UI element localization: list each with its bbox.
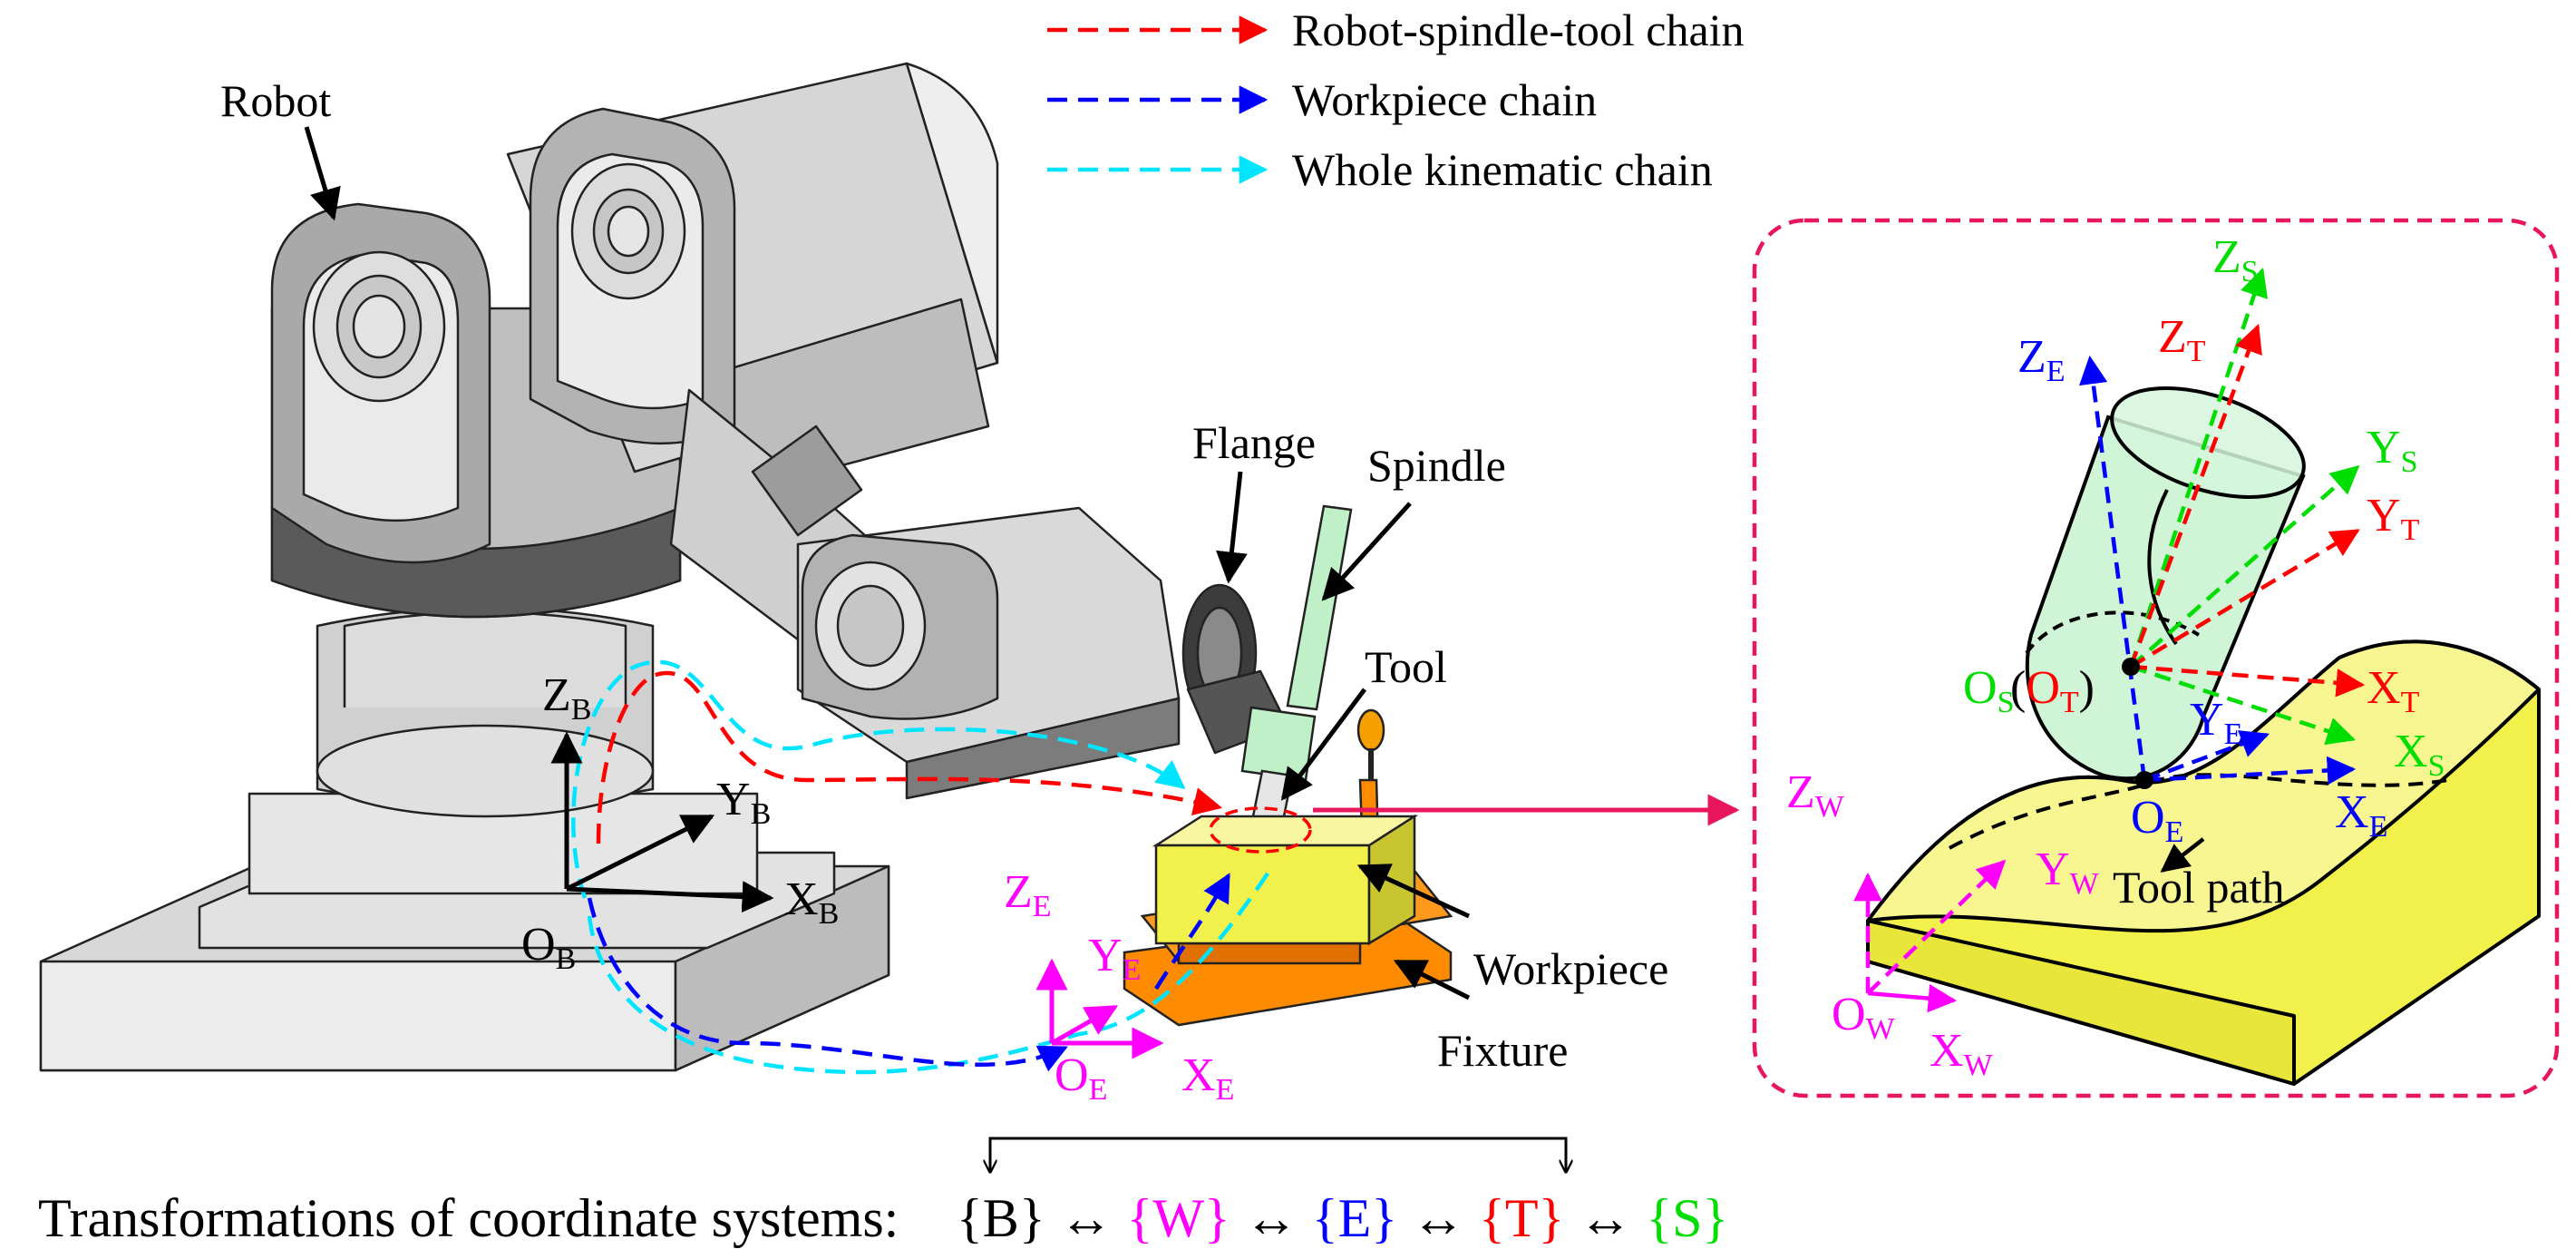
- legend-label-whole: Whole kinematic chain: [1292, 144, 1713, 195]
- robot-illustration: [39, 62, 1289, 1072]
- detail-xe-label: XE: [2335, 786, 2387, 844]
- detail-workpiece-x-arrow: [1867, 983, 1958, 1013]
- detail-tool-path: [1949, 773, 2449, 850]
- detail-origin-e: [2135, 771, 2153, 789]
- detail-yt-label: YT: [2367, 490, 2420, 547]
- tool-label: Tool: [1365, 641, 1447, 692]
- end-z-label: ZE: [1004, 866, 1052, 923]
- detail-oe-label: OE: [2131, 792, 2183, 849]
- base-z-label: ZB: [542, 669, 591, 727]
- detail-xw-label: XW: [1930, 1025, 1994, 1082]
- detail-os-label: OS: [1963, 662, 2014, 719]
- detail-tool-path-pointer: [2160, 837, 2205, 873]
- detail-panel-border: [1752, 218, 2560, 1098]
- transform-set-s: {S}: [1646, 1188, 1728, 1248]
- transform-set-b: {B}: [957, 1188, 1045, 1248]
- spindle-illustration: [1240, 504, 1353, 844]
- transform-set-t: {T}: [1479, 1188, 1564, 1248]
- detail-ye-label: YE: [2190, 694, 2242, 751]
- transform-bracket: [990, 1137, 1566, 1172]
- legend: Robot-spindle-tool chain Workpiece chain…: [1047, 5, 1745, 195]
- transform-arrow-3: ↔: [1411, 1188, 1465, 1248]
- detail-origin-s: [2122, 658, 2140, 676]
- detail-ow-label: OW: [1832, 989, 1896, 1046]
- base-o-label: OB: [521, 919, 576, 976]
- kinematic-chain-curves: [571, 659, 1312, 1075]
- detail-zw-label: ZW: [1786, 766, 1845, 824]
- end-y-label: YE: [1088, 930, 1141, 987]
- detail-zt-label: ZT: [2158, 311, 2206, 368]
- detail-ot-label: (OT): [2010, 662, 2095, 719]
- detail-ze-label: ZE: [2017, 331, 2066, 388]
- flange-label: Flange: [1192, 417, 1316, 468]
- end-frame: [1035, 958, 1164, 1059]
- callout-arrows: [304, 126, 1471, 1000]
- detail-zs-label: ZS: [2212, 231, 2259, 288]
- end-o-label: OE: [1055, 1049, 1107, 1107]
- end-x-label: XE: [1181, 1049, 1234, 1107]
- transform-set-e: {E}: [1312, 1188, 1397, 1248]
- detail-xs-label: XS: [2394, 726, 2445, 783]
- detail-yw-label: YW: [2036, 844, 2100, 901]
- workpiece-label: Workpiece: [1473, 943, 1668, 994]
- robot-tool-chain-path: [596, 670, 1223, 844]
- detail-workpiece: [1866, 639, 2541, 1086]
- transform-arrow-2: ↔: [1244, 1188, 1298, 1248]
- detail-tool-path-label: Tool path: [2113, 862, 2285, 913]
- detail-ys-label: YS: [2367, 422, 2417, 479]
- transform-set-w: {W}: [1127, 1188, 1230, 1248]
- transform-arrow-1: ↔: [1059, 1188, 1113, 1248]
- base-x-label: XB: [784, 873, 839, 931]
- detail-xt-label: XT: [2367, 662, 2420, 719]
- legend-label-robot-tool: Robot-spindle-tool chain: [1292, 5, 1745, 55]
- spindle-label: Spindle: [1367, 440, 1506, 491]
- transform-arrow-4: ↔: [1578, 1188, 1632, 1248]
- detail-frame-arrows: [1853, 268, 2366, 995]
- fixture-label: Fixture: [1437, 1025, 1568, 1076]
- robot-label: Robot: [220, 75, 331, 126]
- legend-label-workpiece: Workpiece chain: [1292, 74, 1597, 125]
- base-y-label: YB: [716, 774, 771, 831]
- detail-spindle-cylinder: [2025, 386, 2306, 781]
- detail-panel: ZS ZT ZE YS YT OS (OT) XT YE XS OE XE To…: [1752, 218, 2560, 1098]
- workpiece-chain-path: [587, 897, 1068, 1072]
- transform-sequence: {B} ↔ {W} ↔ {E} ↔ {T} ↔ {S}: [957, 1188, 1728, 1248]
- transform-label: Transformations of coordinate systems:: [38, 1188, 899, 1248]
- base-frame: [550, 731, 774, 913]
- workpiece-block-illustration: [1152, 814, 1419, 946]
